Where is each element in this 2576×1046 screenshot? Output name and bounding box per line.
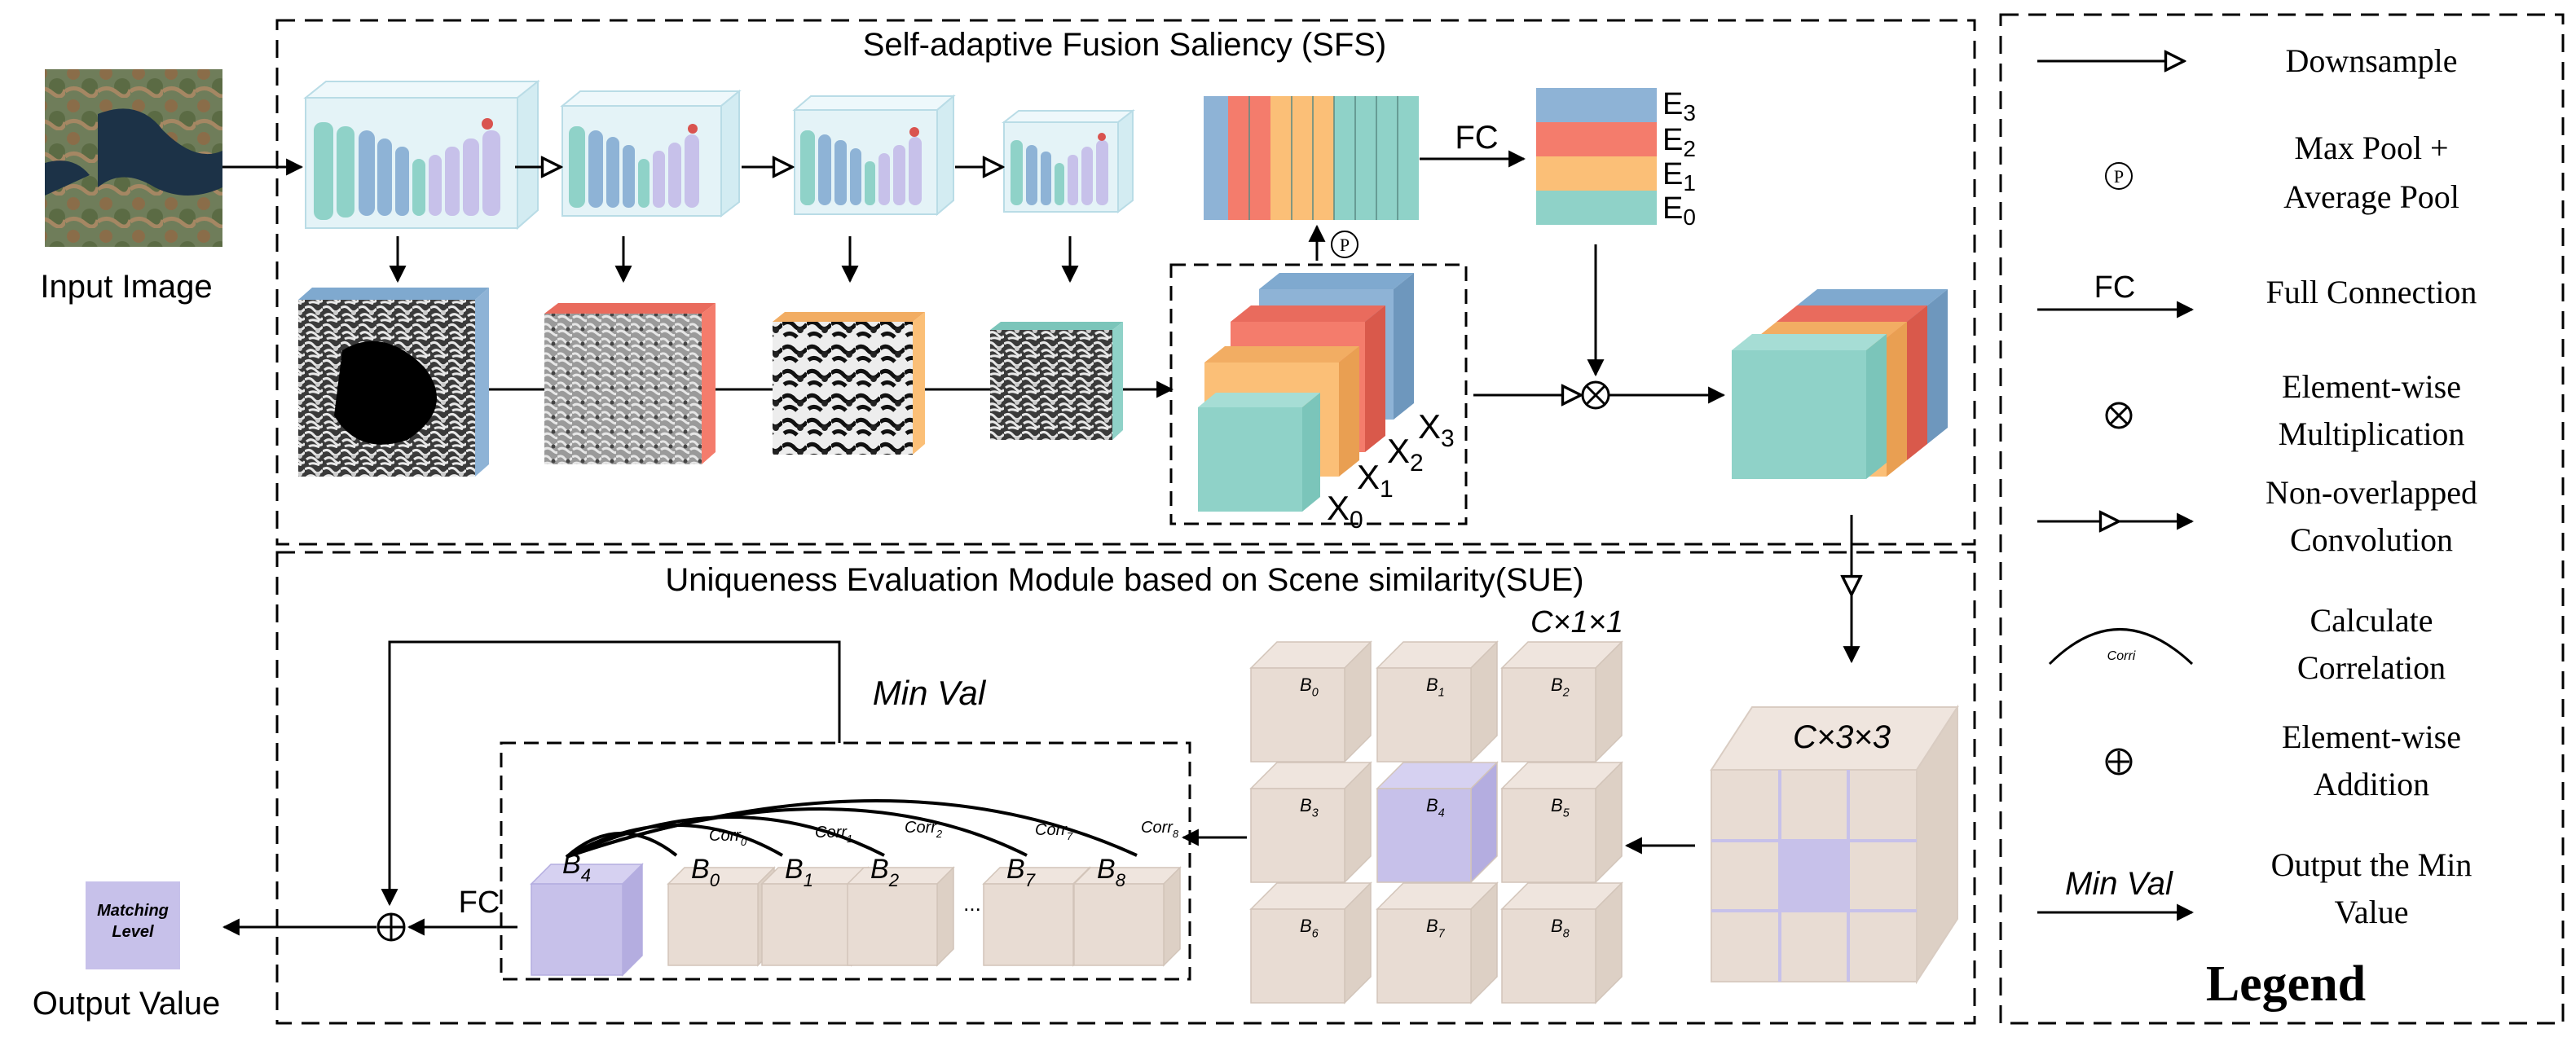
fc-top-label: FC	[1455, 120, 1498, 156]
svg-text:P: P	[1340, 235, 1350, 255]
legend-label-conv-1: Non-overlapped	[2266, 474, 2477, 511]
energy-label-e0: E0	[1662, 191, 1696, 230]
weighted-feature-stack	[1732, 289, 1948, 479]
legend-label-add-1: Element-wise	[2282, 719, 2461, 755]
energy-label-e2: E2	[1662, 123, 1696, 161]
svg-text:P: P	[2114, 166, 2124, 187]
saliency-map-3	[773, 312, 925, 455]
sfs-title: Self-adaptive Fusion Saliency (SFS)	[863, 27, 1387, 63]
network-stage-2	[560, 89, 742, 218]
block-b2	[846, 866, 955, 967]
legend-label-pool-1: Max Pool +	[2294, 130, 2448, 166]
network-stage-1	[303, 79, 540, 231]
block-b4	[530, 863, 644, 977]
concat-vector	[1204, 96, 1419, 220]
network-stage-3	[792, 94, 956, 217]
saliency-map-2	[544, 303, 716, 464]
feature-stack-box	[1169, 263, 1468, 525]
correlation-arcs	[565, 799, 1138, 859]
saliency-map-1	[298, 288, 489, 477]
energy-weights	[1536, 88, 1657, 225]
legend-corr-text: Corri	[2107, 649, 2136, 663]
fc-bottom-label: FC	[459, 886, 500, 920]
legend-label-fc: Full Connection	[2266, 274, 2477, 310]
matching-level-label-2: Level	[112, 923, 154, 941]
feature-stack	[1198, 273, 1414, 512]
min-val-label: Min Val	[873, 674, 987, 712]
block-b5	[1500, 761, 1623, 884]
block-b8	[1072, 866, 1182, 967]
legend-label-conv-2: Convolution	[2290, 521, 2453, 558]
multiply-symbol	[1581, 380, 1610, 410]
c11-label: C×1×1	[1530, 605, 1623, 639]
feature-label-x2: X2	[1387, 432, 1424, 477]
matching-level-box	[86, 881, 180, 969]
legend-label-mult-1: Element-wise	[2282, 368, 2461, 405]
legend-minval-text: Min Val	[2065, 866, 2173, 902]
sue-title: Uniqueness Evaluation Module based on Sc…	[665, 562, 1583, 598]
block-b0	[667, 866, 776, 967]
legend-labels: Downsample Max Pool + Average Pool Full …	[2266, 42, 2477, 930]
feature-label-x1: X1	[1357, 458, 1394, 503]
legend-label-min-2: Value	[2334, 894, 2408, 930]
feature-labels: X0 X1 X2 X3	[1327, 407, 1455, 534]
block-b4	[1376, 761, 1499, 884]
addition-symbol	[376, 912, 406, 942]
legend-fc-text: FC	[2094, 270, 2136, 305]
legend-box	[1999, 13, 2565, 1025]
pool-symbol	[1331, 231, 1358, 258]
correlation-box	[500, 741, 1191, 981]
sue-module-box	[275, 551, 1976, 1025]
legend-multiply-icon	[2105, 402, 2133, 429]
legend-pool-icon: P	[2105, 162, 2133, 190]
saliency-map-4	[990, 322, 1123, 440]
network-stage-4	[1002, 108, 1135, 214]
legend-label-min-1: Output the Min	[2271, 846, 2473, 883]
output-value-label: Output Value	[33, 986, 221, 1022]
legend-label-add-2: Addition	[2314, 766, 2429, 802]
energy-label-e1: E1	[1662, 157, 1696, 196]
block-b3	[1249, 761, 1372, 884]
legend-label-mult-2: Multiplication	[2279, 415, 2465, 452]
legend-label-downsample: Downsample	[2285, 42, 2457, 79]
block-b7	[1376, 881, 1499, 1004]
input-image-label: Input Image	[40, 269, 212, 305]
energy-label-e3: E3	[1662, 87, 1696, 125]
legend-correlation-icon	[2048, 628, 2194, 666]
block-b8	[1500, 881, 1623, 1004]
matching-level-label-1: Matching	[97, 902, 169, 920]
sfs-module-box	[275, 19, 1976, 546]
block-b1	[1376, 640, 1499, 763]
legend-label-corr-1: Calculate	[2310, 602, 2433, 639]
block-label-corr1: Corr1	[815, 824, 852, 845]
input-image	[45, 69, 222, 247]
block-b0	[1249, 640, 1372, 763]
legend-add-icon	[2105, 748, 2133, 776]
legend-title: Legend	[2206, 956, 2366, 1012]
block-b6	[1249, 881, 1372, 1004]
min-val-arrow	[381, 640, 841, 907]
c33-cube	[1710, 704, 1959, 985]
energy-labels: E3 E2 E1 E0	[1662, 87, 1696, 230]
block-label-corr8: Corr8	[1141, 819, 1179, 840]
block-label-corr7: Corr7	[1035, 821, 1073, 842]
block-label-corr0: Corr0	[709, 827, 747, 848]
feature-label-x3: X3	[1418, 407, 1455, 452]
block-b2	[1500, 640, 1623, 763]
feature-label-x0: X0	[1327, 489, 1363, 534]
c33-label: C×3×3	[1793, 719, 1891, 755]
legend-label-pool-2: Average Pool	[2283, 178, 2459, 215]
row-ellipsis: ...	[963, 891, 981, 916]
legend-label-corr-2: Correlation	[2297, 649, 2446, 686]
